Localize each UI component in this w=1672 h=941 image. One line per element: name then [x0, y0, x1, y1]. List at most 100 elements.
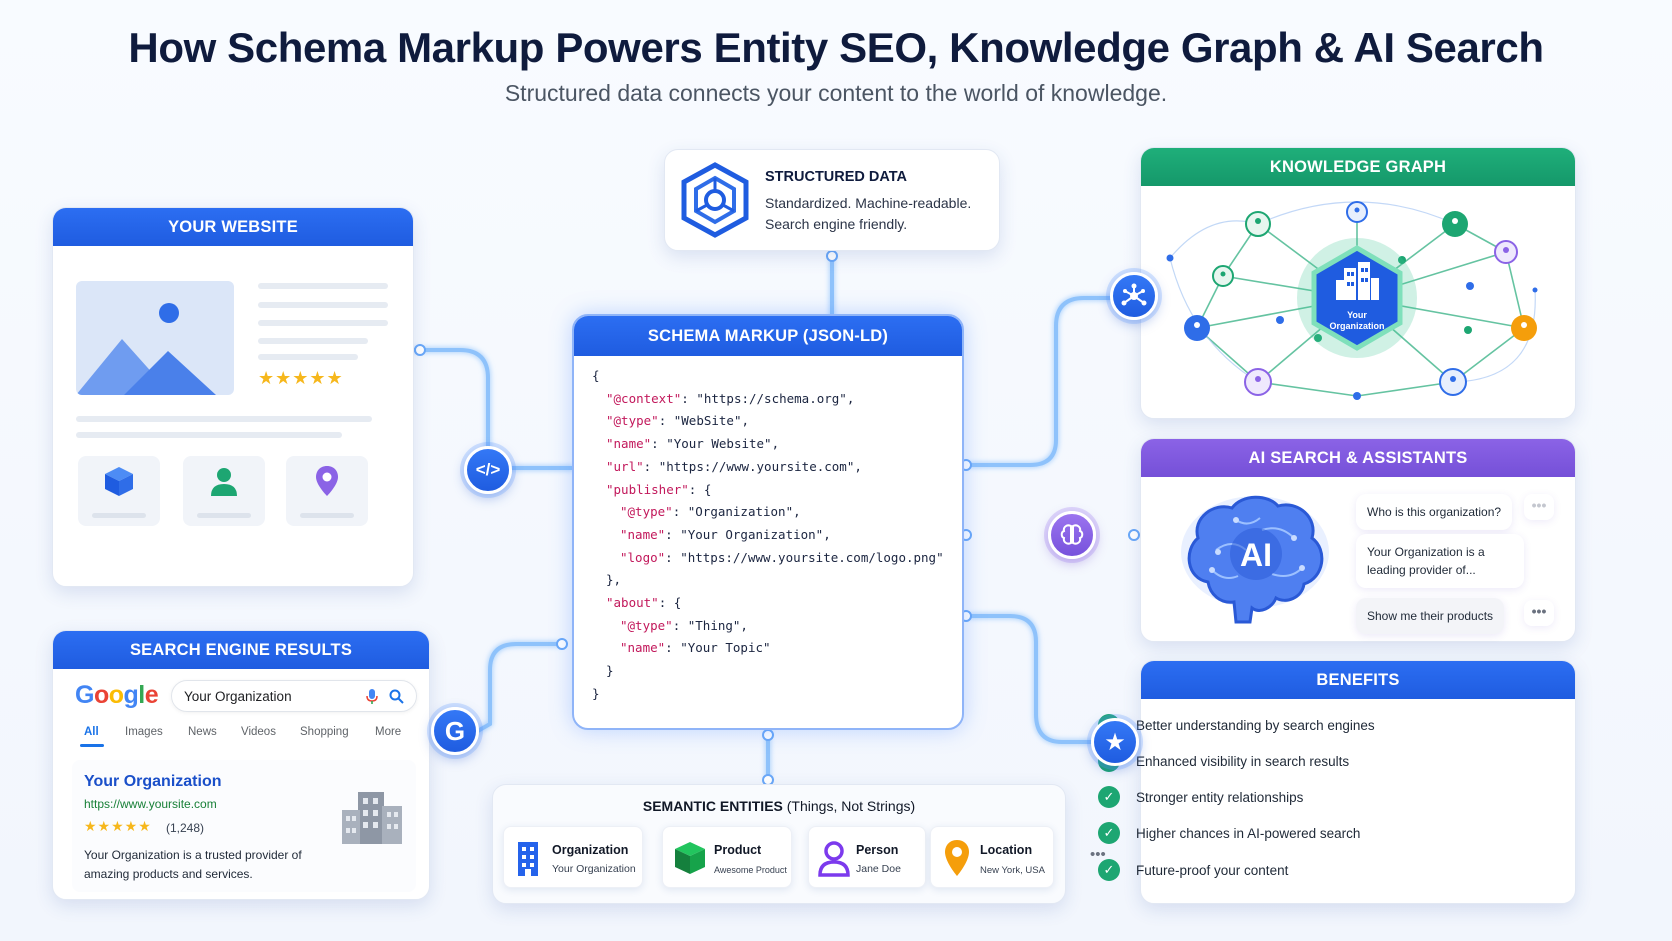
code-key: "about"	[606, 595, 659, 610]
code-value: : "https://www.yoursite.com",	[643, 458, 862, 474]
knowledge-graph-card: KNOWLEDGE GRAPH	[1140, 147, 1576, 419]
tab-all[interactable]: All	[84, 726, 99, 738]
benefit-item: ✓ Higher chances in AI-powered search	[1098, 821, 1360, 845]
text-placeholder	[258, 354, 358, 360]
tab-all-underline	[80, 744, 104, 747]
chat-answer-line2: leading provider of...	[1367, 563, 1476, 577]
cube-icon	[105, 467, 133, 496]
benefit-text: Higher chances in AI-powered search	[1136, 825, 1361, 841]
code-value: : "Your Website",	[651, 436, 780, 452]
tab-more[interactable]: More	[375, 726, 402, 738]
code-value: : "Thing",	[672, 617, 748, 633]
organization-building-icon	[518, 842, 538, 876]
code-key: "url"	[606, 458, 644, 474]
text-placeholder	[76, 432, 342, 438]
result-url[interactable]: https://www.yoursite.com	[84, 797, 217, 811]
code-key: "@type"	[606, 413, 659, 429]
chat-more-2[interactable]: •••	[1524, 600, 1554, 626]
entity-person[interactable]: Person Jane Doe	[808, 826, 926, 888]
benefit-item: ✓ Future-proof your content	[1098, 858, 1288, 882]
search-icon[interactable]	[389, 689, 404, 704]
structured-data-line1: Standardized. Machine-readable.	[765, 195, 972, 211]
code-key: "publisher"	[606, 481, 689, 497]
structured-data-icon	[681, 162, 749, 238]
code-line: "@type": "Organization",	[620, 504, 801, 519]
google-logo: Google	[75, 681, 159, 709]
schema-markup-title: SCHEMA MARKUP (JSON-LD)	[574, 316, 962, 356]
code-value: : "Your Organization",	[665, 526, 831, 542]
code-value: }	[592, 685, 600, 701]
chat-answer-line1: Your Organization is a	[1367, 545, 1485, 559]
search-results-title: SEARCH ENGINE RESULTS	[53, 631, 429, 669]
code-value: },	[606, 572, 622, 588]
code-value: }	[606, 663, 614, 679]
entity-person-title: Person	[856, 843, 899, 857]
brain-icon	[1060, 524, 1084, 545]
benefits-title: BENEFITS	[1141, 661, 1575, 699]
tab-images[interactable]: Images	[125, 726, 163, 738]
entities-more[interactable]: •••	[1090, 846, 1106, 863]
kg-center-label-line2: Organization	[1329, 321, 1384, 331]
chat-answer-1: Your Organization is a leading provider …	[1356, 534, 1524, 588]
microphone-icon[interactable]	[366, 689, 378, 705]
text-placeholder	[258, 283, 388, 289]
code-line: "name": "Your Website",	[606, 436, 779, 451]
building-icon	[342, 792, 402, 844]
chat-more-1[interactable]: •••	[1524, 494, 1554, 520]
text-placeholder	[258, 338, 368, 344]
person-tile	[183, 456, 265, 526]
entity-organization[interactable]: Organization Your Organization	[503, 826, 643, 888]
page-subtitle: Structured data connects your content to…	[504, 80, 1168, 106]
tab-shopping[interactable]: Shopping	[300, 726, 349, 738]
result-title[interactable]: Your Organization	[84, 773, 222, 790]
semantic-entities-title-bold: SEMANTIC ENTITIES	[642, 798, 783, 814]
benefit-text: Stronger entity relationships	[1136, 789, 1304, 805]
semantic-entities-title: SEMANTIC ENTITIES (Things, Not Strings)	[492, 798, 1066, 814]
code-line: "publisher": {	[606, 482, 711, 497]
entity-person-sub: Jane Doe	[856, 863, 901, 875]
code-line: },	[606, 572, 621, 587]
text-placeholder	[258, 302, 388, 308]
entity-organization-title: Organization	[552, 843, 629, 857]
network-hub	[1110, 272, 1158, 320]
code-line: }	[592, 686, 600, 701]
check-icon: ✓	[1098, 859, 1120, 881]
code-value: {	[592, 368, 600, 383]
search-query: Your Organization	[184, 688, 292, 704]
code-key: "logo"	[620, 549, 666, 565]
code-line: "logo": "https://www.yoursite.com/logo.p…	[620, 550, 944, 565]
knowledge-graph-title: KNOWLEDGE GRAPH	[1141, 148, 1575, 186]
code-value: : "WebSite",	[658, 413, 749, 429]
entity-product[interactable]: Product Awesome Product	[662, 826, 792, 888]
image-placeholder-icon	[76, 281, 234, 395]
product-box-icon	[675, 842, 705, 874]
entity-location-title: Location	[980, 843, 1033, 857]
result-description-line2: amazing products and services.	[84, 867, 253, 881]
code-key: "@type"	[620, 617, 673, 633]
benefits-card: BENEFITS	[1140, 660, 1576, 904]
structured-data-title: STRUCTURED DATA	[765, 169, 908, 185]
structured-data-line2: Search engine friendly.	[765, 216, 908, 232]
code-value: : {	[688, 481, 712, 497]
brain-hub	[1048, 511, 1096, 559]
tab-news[interactable]: News	[188, 726, 217, 738]
tab-videos[interactable]: Videos	[241, 726, 276, 738]
google-hub-icon: G	[431, 707, 479, 755]
ai-brain-icon: AI	[1181, 495, 1329, 624]
result-rating-stars: ★★★★★	[84, 818, 152, 834]
benefit-text: Better understanding by search engines	[1136, 717, 1375, 733]
code-value: : "Your Topic"	[665, 640, 771, 656]
code-hub-icon: </>	[464, 446, 512, 494]
cube-tile	[78, 456, 160, 526]
code-line: "about": {	[606, 595, 681, 610]
entity-location[interactable]: Location New York, USA	[930, 826, 1054, 888]
entity-organization-sub: Your Organization	[552, 863, 636, 875]
website-card: YOUR WEBSITE	[52, 207, 414, 587]
kg-center-label-line1: Your	[1347, 310, 1367, 320]
code-line: "url": "https://www.yoursite.com",	[606, 459, 862, 474]
code-key: "name"	[620, 526, 666, 542]
code-line: }	[606, 663, 614, 678]
search-input[interactable]: Your Organization	[171, 680, 417, 712]
benefit-item: ✓ Stronger entity relationships	[1098, 785, 1303, 809]
ai-brain-label: AI	[1240, 537, 1272, 573]
